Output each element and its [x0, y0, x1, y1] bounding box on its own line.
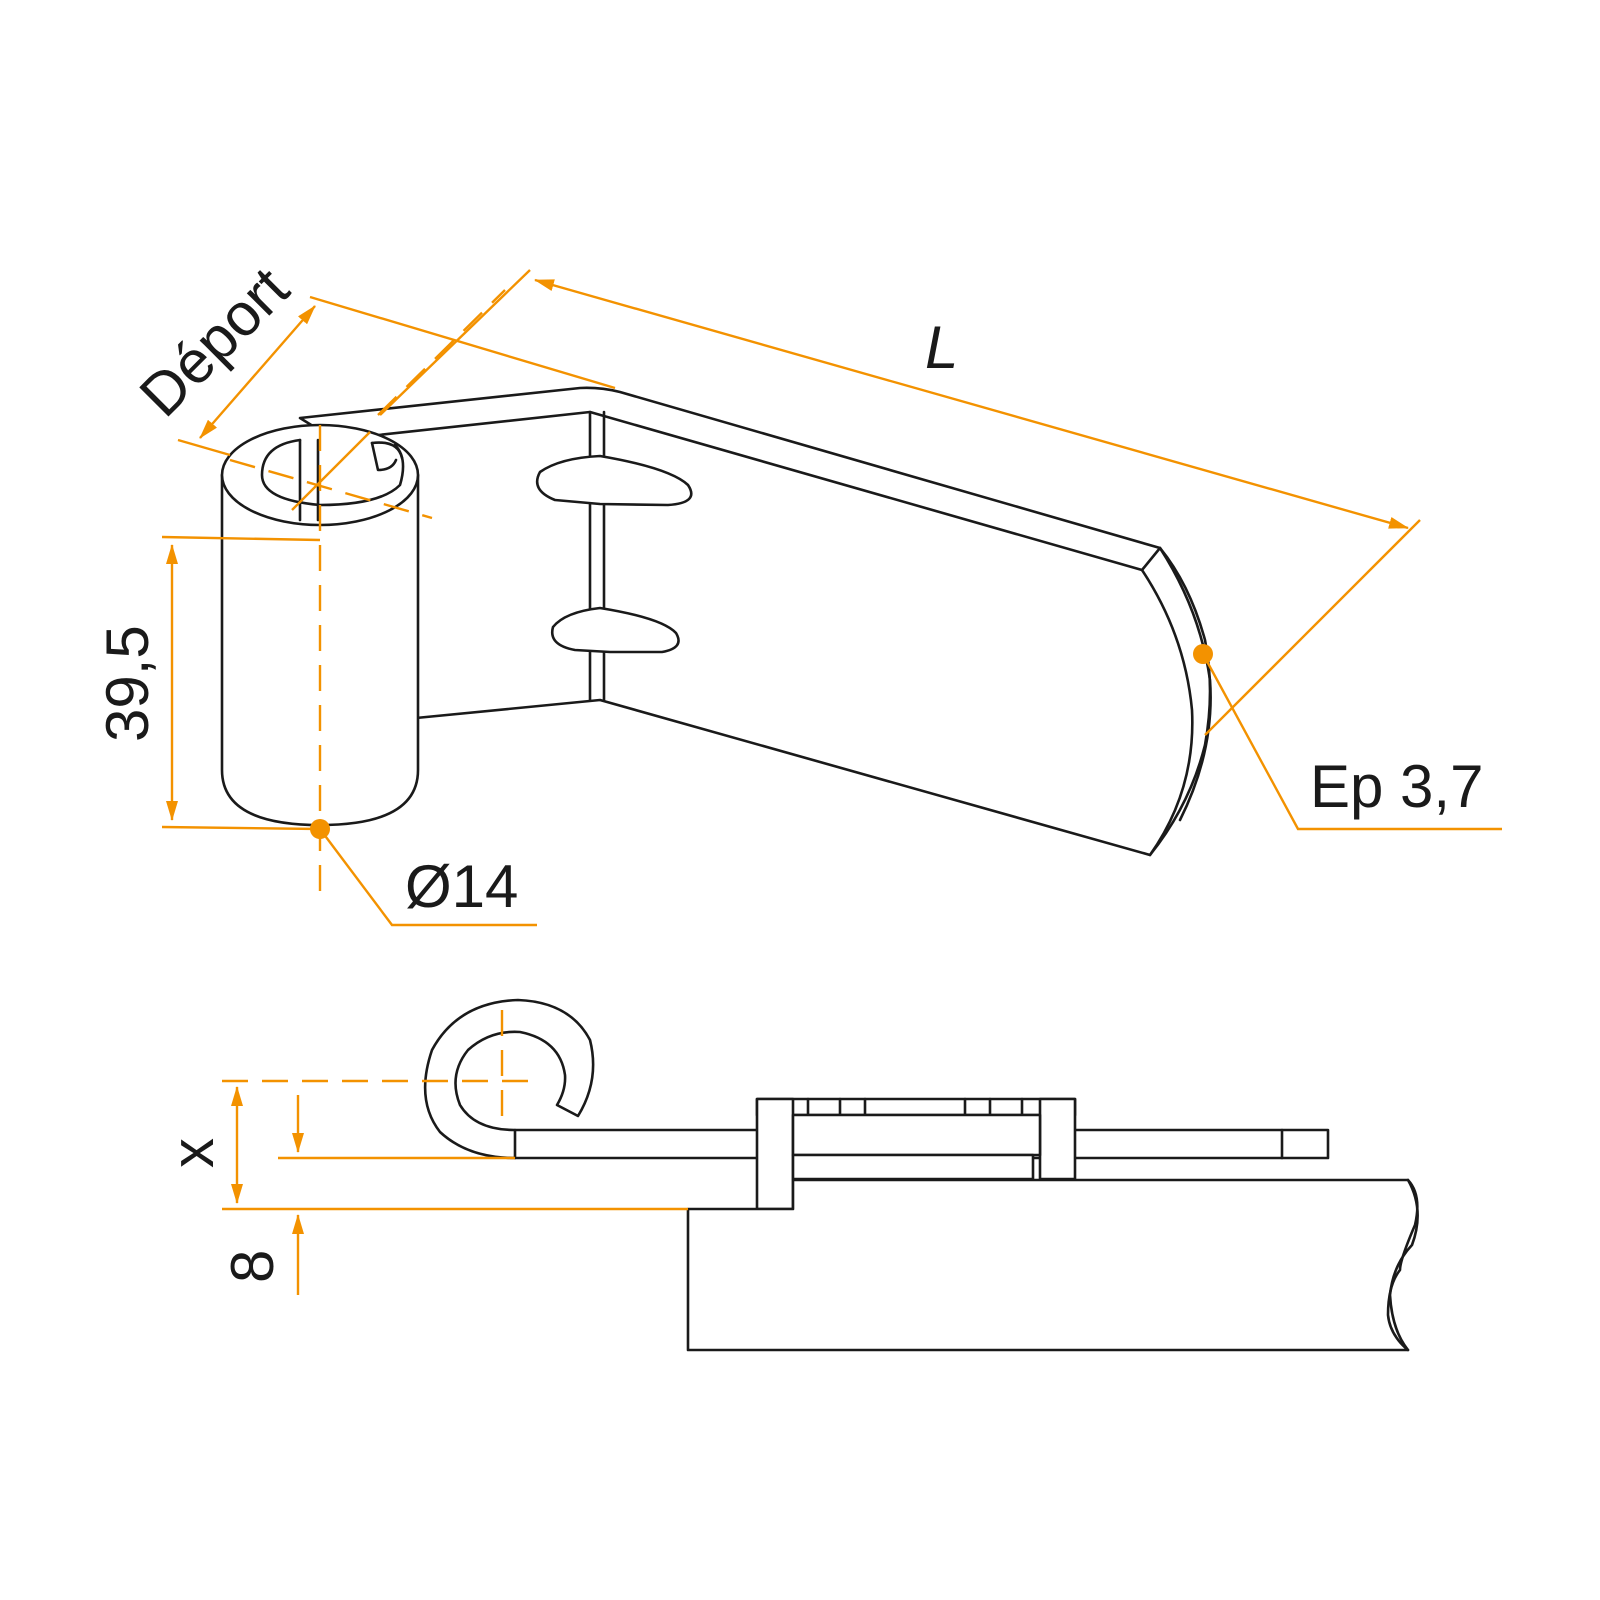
base-leaf-end [1388, 1178, 1419, 1352]
barrel-gap-edge [370, 441, 398, 472]
diameter-label: Ø14 [405, 853, 518, 920]
barrel-cross-skew [291, 431, 371, 511]
bracket-lower-plate [791, 1153, 1035, 1181]
offset-dimension-line [199, 305, 316, 439]
barrel-gap [370, 441, 404, 460]
strap-end-bevel [1140, 546, 1162, 572]
length-extension-left [379, 269, 531, 416]
barrel-axis-extension [377, 289, 506, 416]
hinge-section-view [423, 998, 1419, 1352]
length-label: L [925, 314, 958, 381]
bracket-left-post [755, 1097, 795, 1211]
thickness-leader-line [1201, 653, 1502, 831]
base-leaf [686, 1178, 1419, 1352]
strap-rounded-end [1140, 568, 1194, 857]
strap-rounded-end-inner [1158, 546, 1212, 822]
height-extension-bottom [161, 825, 321, 831]
offset-extension-bottom [177, 438, 231, 457]
diameter-leader-line [319, 828, 537, 927]
length-extension-right [1204, 519, 1421, 736]
bracket-top-plate [755, 1097, 1077, 1117]
thickness-label: Ep 3,7 [1310, 753, 1483, 820]
length-dimension-line [534, 278, 1409, 530]
screw-hole-bottom [550, 606, 680, 654]
hinge-perspective-view [220, 386, 1212, 857]
gap-label: x [159, 1138, 226, 1168]
barrel-slot [298, 438, 320, 522]
height-extension-top [161, 535, 321, 542]
base-label: 8 [219, 1250, 286, 1283]
knuckle-curl [423, 998, 595, 1160]
barrel-axis-skew [229, 458, 433, 520]
bracket-right-post [1038, 1097, 1077, 1181]
bracket-middle-plate [791, 1113, 1042, 1157]
section-dimensions: x 8 [159, 1010, 688, 1295]
offset-label: Déport [127, 254, 302, 429]
height-label: 39,5 [94, 625, 161, 742]
offset-extension-top [309, 295, 616, 390]
